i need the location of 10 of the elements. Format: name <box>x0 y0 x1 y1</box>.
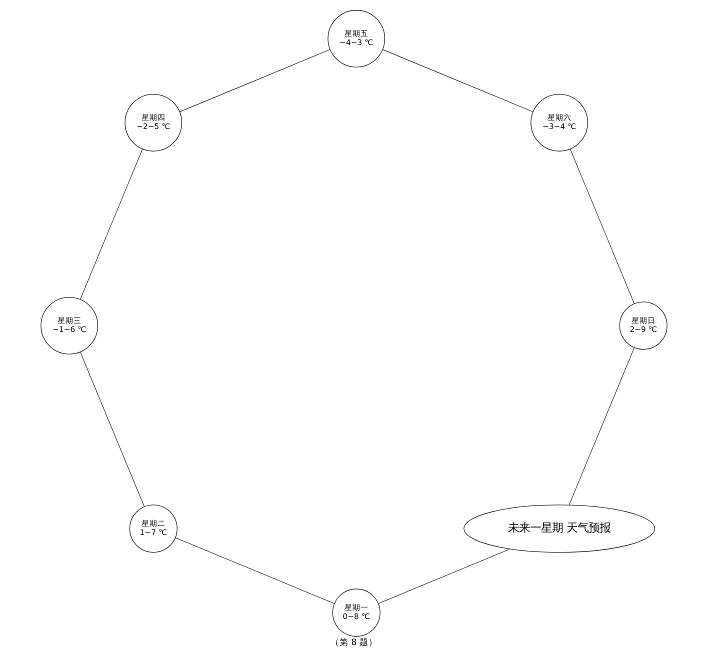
connector <box>179 49 330 112</box>
node-ellipse: 未来一星期 天气预报 <box>464 504 656 553</box>
connector <box>80 352 145 507</box>
connector <box>568 347 635 506</box>
connector <box>378 548 510 604</box>
caption: （第 8 题） <box>330 638 378 648</box>
connector <box>80 148 143 300</box>
connector <box>175 537 335 604</box>
connector <box>570 148 635 304</box>
connector <box>382 49 534 112</box>
